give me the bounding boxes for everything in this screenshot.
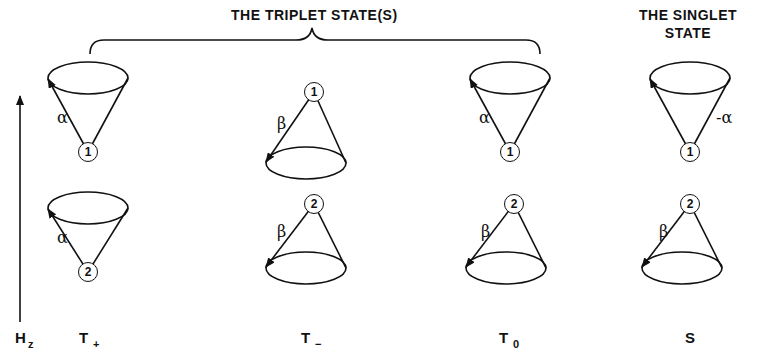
spin-circle: 2 (78, 262, 98, 282)
state-subscript: 0 (513, 338, 519, 350)
field-axis (19, 96, 21, 322)
state-subscript: + (93, 338, 99, 350)
cone-side (514, 204, 546, 268)
spin-vector (642, 204, 690, 267)
precession-ellipse (48, 192, 128, 224)
electron-number: 1 (85, 146, 92, 158)
precession-ellipse (466, 252, 546, 284)
state-symbol: T (499, 330, 508, 347)
spin-label: α (479, 109, 490, 127)
electron-number: 1 (507, 146, 514, 158)
precession-ellipse (642, 252, 722, 284)
state-symbol: S (685, 330, 695, 347)
cone-side (690, 204, 722, 268)
electron-number: 1 (687, 146, 694, 158)
brace (90, 28, 540, 54)
spin-vector (466, 204, 514, 267)
spin-vector (266, 204, 314, 267)
spin-circle: 1 (680, 142, 700, 162)
precession-ellipse (266, 147, 346, 179)
precession-ellipse (470, 62, 550, 94)
precession-ellipse (266, 252, 346, 284)
spin-circle: 2 (504, 194, 524, 214)
spin-circle: 2 (304, 194, 324, 214)
spin-label: β (277, 223, 286, 241)
electron-number: 2 (85, 266, 92, 278)
spin-label: α (57, 109, 68, 127)
spin-label: β (659, 223, 668, 241)
spin-vector (48, 79, 88, 152)
spin-circle: 1 (304, 82, 324, 102)
precession-ellipse (650, 62, 730, 94)
spin-label: α (57, 229, 68, 247)
precession-ellipse (48, 62, 128, 94)
spin-vector (650, 79, 690, 152)
electron-number: 1 (311, 86, 318, 98)
spin-circle: 1 (500, 142, 520, 162)
spin-circle: 1 (78, 142, 98, 162)
cone-side (88, 208, 128, 272)
field-subscript: z (28, 338, 34, 350)
cone-side (88, 78, 128, 152)
group-heading: THE SINGLET STATE (628, 6, 748, 42)
field-symbol: H (15, 330, 26, 347)
electron-number: 2 (311, 198, 318, 210)
state-symbol: T (301, 330, 310, 347)
electron-number: 2 (687, 198, 694, 210)
spin-label: β (481, 223, 490, 241)
electron-number: 2 (511, 198, 518, 210)
spin-vector (266, 92, 314, 162)
cone-side (314, 204, 346, 268)
spin-label: -α (716, 109, 732, 127)
spin-label: β (277, 115, 286, 133)
spin-circle: 2 (680, 194, 700, 214)
state-symbol: T (79, 330, 88, 347)
spin-vector (470, 79, 510, 152)
cone-side (314, 92, 346, 163)
state-subscript: − (315, 338, 321, 350)
group-heading: THE TRIPLET STATE(S) (231, 8, 398, 23)
cone-side (510, 78, 550, 152)
